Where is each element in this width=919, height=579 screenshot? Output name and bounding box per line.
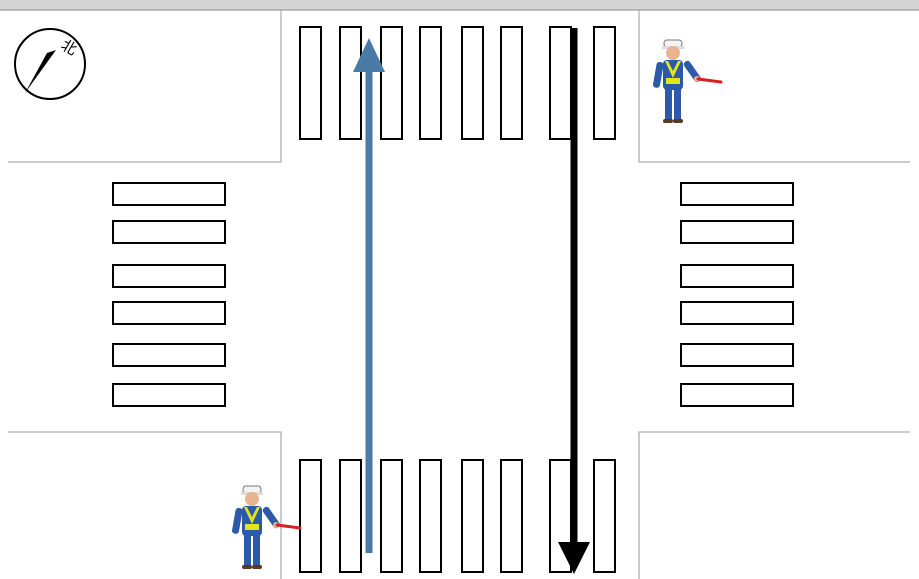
crosswalk-west-stripe (112, 343, 226, 367)
crosswalk-north-stripe (593, 26, 616, 140)
guard-right-shoe (252, 565, 262, 569)
crosswalk-south-stripe (500, 459, 523, 573)
crosswalk-north (299, 26, 616, 140)
crosswalk-east-stripe (680, 343, 794, 367)
crosswalk-south-stripe (461, 459, 484, 573)
crosswalk-south (299, 459, 616, 573)
guard-left-shoe (242, 565, 252, 569)
guard-vest (244, 507, 260, 524)
crosswalk-north-stripe (299, 26, 322, 140)
crosswalk-east-stripe (680, 264, 794, 288)
crosswalk-north-stripe (549, 26, 572, 140)
guard-left-leg (244, 534, 251, 566)
crosswalk-west-stripe (112, 264, 226, 288)
guard-right-leg (253, 534, 260, 566)
crosswalk-north-stripe (500, 26, 523, 140)
north-compass-icon: 北 (14, 28, 86, 100)
guard-left-leg (665, 88, 672, 120)
curb-northwest (8, 10, 282, 163)
guard-baton (275, 523, 302, 530)
crosswalk-west-stripe (112, 383, 226, 407)
crosswalk-west-stripe (112, 182, 226, 206)
curb-northeast (638, 10, 910, 163)
curb-lines (8, 10, 910, 579)
crosswalk-north-stripe (419, 26, 442, 140)
crosswalk-north-stripe (461, 26, 484, 140)
crosswalk-west-stripe (112, 220, 226, 244)
top-bar (0, 0, 919, 10)
guard-left-shoe (663, 119, 673, 123)
northbound-arrow (353, 38, 385, 553)
curb-southeast (638, 431, 910, 579)
guard-vest (665, 61, 681, 78)
crosswalk-east-stripe (680, 301, 794, 325)
crosswalk-west-stripe (112, 301, 226, 325)
crosswalk-south-stripe (419, 459, 442, 573)
crosswalk-north-stripe (339, 26, 362, 140)
southbound-arrow (558, 28, 590, 574)
traffic-guard-northeast (653, 39, 723, 123)
crosswalk-south-stripe (299, 459, 322, 573)
crosswalk-south-stripe (339, 459, 362, 573)
southbound-arrow-head (558, 542, 590, 574)
crosswalk-east-stripe (680, 182, 794, 206)
crosswalk-south-stripe (380, 459, 403, 573)
curb-southwest (8, 431, 282, 579)
crosswalk-east (680, 182, 794, 407)
guard-left-arm (232, 507, 243, 534)
compass-needle (25, 50, 56, 93)
guard-face (666, 46, 680, 60)
northbound-arrow-head (353, 38, 385, 72)
guard-right-shoe (673, 119, 683, 123)
guard-left-arm (653, 61, 664, 88)
traffic-guard-southwest (232, 485, 302, 569)
guard-helmet (663, 39, 683, 48)
guard-vest-belt (666, 78, 680, 84)
crosswalk-west (112, 182, 226, 407)
crosswalk-east-stripe (680, 383, 794, 407)
crosswalk-north-stripe (380, 26, 403, 140)
crosswalk-east-stripe (680, 220, 794, 244)
crosswalk-south-stripe (593, 459, 616, 573)
guard-right-leg (674, 88, 681, 120)
guard-helmet (242, 485, 262, 494)
guard-face (245, 492, 259, 506)
guard-vest-belt (245, 524, 259, 530)
guard-baton (696, 77, 723, 84)
